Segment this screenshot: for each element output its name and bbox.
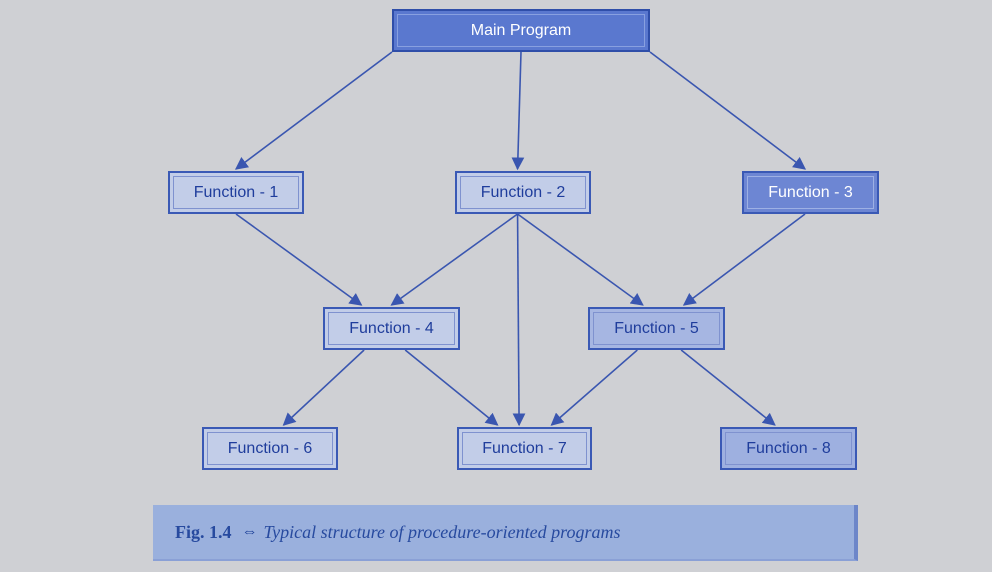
node-function-3-label: Function - 3 bbox=[768, 183, 853, 201]
edge-f2-to-f7 bbox=[512, 213, 526, 427]
node-function-8-label: Function - 8 bbox=[746, 439, 831, 457]
node-function-5-label: Function - 5 bbox=[614, 319, 699, 337]
node-function-2-label: Function - 2 bbox=[480, 183, 566, 201]
figure-caption: Fig. 1.4 ⇔ Typical structure of procedur… bbox=[153, 505, 858, 561]
node-function-4-label: Function - 4 bbox=[349, 319, 434, 337]
node-main-program-label: Main Program bbox=[470, 21, 572, 39]
node-main-program: Main Program bbox=[392, 9, 650, 52]
node-function-3: Function - 3 bbox=[742, 171, 879, 214]
edge-f4-to-f7 bbox=[404, 349, 499, 426]
edge-f1-to-f4 bbox=[235, 213, 363, 306]
node-function-1-label: Function - 1 bbox=[193, 183, 279, 201]
node-function-2: Function - 2 bbox=[455, 171, 591, 214]
node-function-7-label: Function - 7 bbox=[482, 439, 567, 457]
edge-f5-to-f8 bbox=[680, 349, 776, 426]
double-arrow-icon: ⇔ bbox=[241, 523, 258, 540]
node-function-5: Function - 5 bbox=[588, 307, 725, 350]
node-function-8: Function - 8 bbox=[720, 427, 857, 470]
node-function-7: Function - 7 bbox=[457, 427, 592, 470]
node-function-1: Function - 1 bbox=[168, 171, 304, 214]
edge-f3-to-f5 bbox=[682, 213, 806, 306]
edge-f2-to-f4 bbox=[390, 213, 519, 306]
edge-f4-to-f6 bbox=[282, 349, 365, 426]
edge-f5-to-f7 bbox=[550, 349, 638, 426]
figure-number: Fig. 1.4 bbox=[175, 521, 232, 542]
node-function-6: Function - 6 bbox=[202, 427, 338, 470]
edge-main-to-f3 bbox=[649, 51, 807, 170]
figure-caption-text: Typical structure of procedure-oriented … bbox=[263, 521, 621, 542]
node-function-6-label: Function - 6 bbox=[227, 439, 313, 457]
edge-main-to-f2 bbox=[511, 51, 525, 171]
edge-main-to-f1 bbox=[234, 51, 393, 170]
node-function-4: Function - 4 bbox=[323, 307, 460, 350]
edge-f2-to-f5 bbox=[517, 213, 644, 306]
